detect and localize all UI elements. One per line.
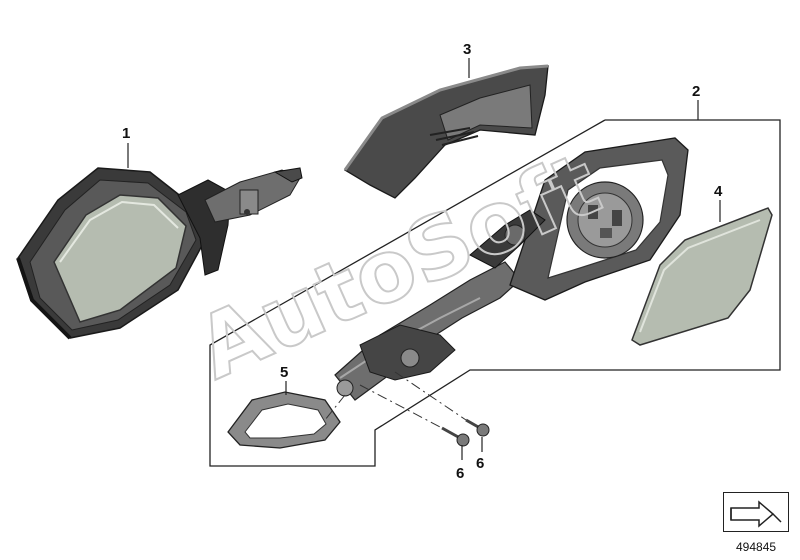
callout-2: 2: [692, 83, 700, 100]
leader-lines: [127, 58, 721, 460]
callout-6b: 6: [476, 455, 484, 472]
assembly-boundary: [209, 119, 781, 467]
catalog-number: 494845: [736, 540, 777, 554]
callout-4: 4: [714, 183, 723, 200]
arrow-forward-icon: [729, 499, 782, 528]
callout-5: 5: [280, 364, 288, 381]
part-1-mirror-assembly[interactable]: [16, 167, 303, 340]
part-5-gasket[interactable]: [227, 391, 341, 449]
part-6-screw-a[interactable]: [441, 426, 470, 447]
callout-6a: 6: [456, 465, 464, 482]
callout-1: 1: [122, 125, 130, 142]
callout-3: 3: [463, 41, 471, 58]
nav-forward-button[interactable]: [723, 492, 789, 532]
part-3-cover-cap[interactable]: [343, 64, 549, 199]
part-4-mirror-glass[interactable]: [631, 207, 773, 346]
alignment-lines: [324, 371, 467, 429]
part-2-mirror-frame[interactable]: [334, 137, 689, 401]
part-6-screw-b[interactable]: [465, 418, 490, 437]
